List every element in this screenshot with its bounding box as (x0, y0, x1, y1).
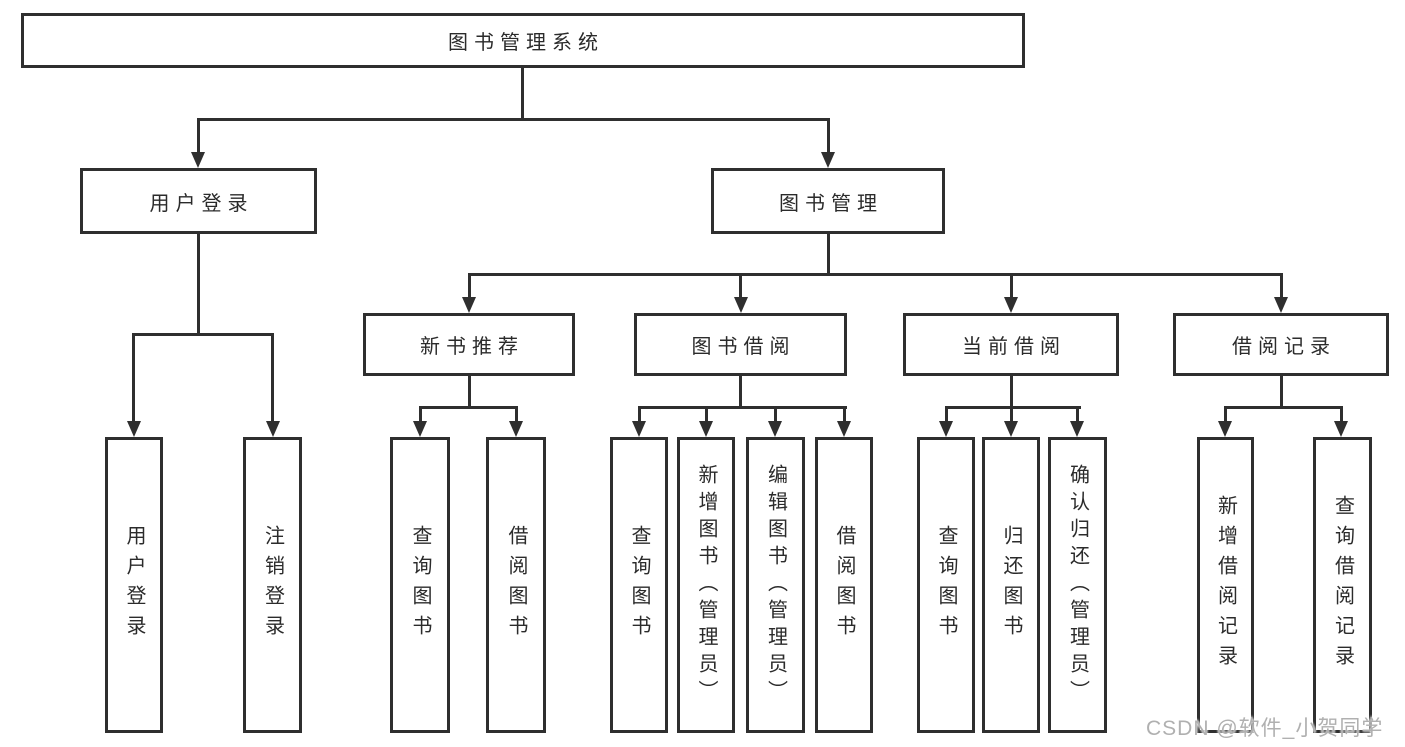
node-book-mgmt-label: 图书管理 (779, 192, 883, 215)
arrow-down-icon (632, 421, 646, 437)
csdn-watermark: CSDN @软件_小贺同学 (1146, 717, 1384, 740)
leaf-user-login-label: 用户登录 (123, 525, 145, 645)
connector-drop-book-borrow (739, 273, 742, 299)
leaf-nb-borrow-books: 借阅图书 (486, 437, 546, 733)
node-borrow-record-label: 借阅记录 (1232, 336, 1336, 358)
arrow-down-icon (699, 421, 713, 437)
connector-current-borrow-trunk (1010, 376, 1013, 408)
leaf-bb-add-books-admin-label: 新增图书（管理员） (695, 463, 717, 707)
connector-borrow-record-split (1224, 406, 1343, 409)
connector-current-borrow-split (945, 406, 1081, 409)
leaf-bb-borrow-books: 借阅图书 (815, 437, 873, 733)
connector-drop-current-borrow (1010, 273, 1013, 299)
connector-drop-nb-query (419, 406, 422, 423)
leaf-cb-query-books: 查询图书 (917, 437, 975, 733)
connector-drop-bb-query (638, 406, 641, 423)
leaf-bb-add-books-admin: 新增图书（管理员） (677, 437, 735, 733)
arrow-down-icon (1274, 297, 1288, 313)
connector-book-mgmt-trunk (827, 234, 830, 275)
node-current-borrow-label: 当前借阅 (962, 336, 1066, 358)
node-new-book-rec-label: 新书推荐 (420, 336, 524, 358)
arrow-down-icon (1218, 421, 1232, 437)
arrow-down-icon (127, 421, 141, 437)
leaf-nb-borrow-books-label: 借阅图书 (505, 525, 527, 645)
node-new-book-rec: 新书推荐 (363, 313, 575, 376)
connector-book-borrow-split (638, 406, 847, 409)
node-book-mgmt: 图书管理 (711, 168, 945, 234)
node-root-label: 图书管理系统 (448, 32, 604, 54)
leaf-bb-borrow-books-label: 借阅图书 (833, 525, 855, 645)
leaf-cb-confirm-return-admin: 确认归还（管理员） (1048, 437, 1107, 733)
connector-root-trunk (521, 68, 524, 120)
leaf-cb-query-books-label: 查询图书 (935, 525, 957, 645)
leaf-bb-query-books: 查询图书 (610, 437, 668, 733)
connector-root-split (197, 118, 830, 121)
leaf-bb-edit-books-admin-label: 编辑图书（管理员） (764, 463, 787, 707)
connector-user-login-trunk (197, 234, 200, 336)
arrow-down-icon (837, 421, 851, 437)
leaf-cb-confirm-return-admin-label: 确认归还（管理员） (1066, 463, 1089, 707)
arrow-down-icon (734, 297, 748, 313)
arrow-down-icon (413, 421, 427, 437)
connector-borrow-record-trunk (1280, 376, 1283, 408)
connector-new-book-rec-split (419, 406, 518, 409)
leaf-br-query-record-label: 查询借阅记录 (1331, 495, 1354, 675)
arrow-down-icon (191, 152, 205, 168)
leaf-cb-return-books-label: 归还图书 (1000, 525, 1022, 645)
connector-user-login-split (132, 333, 274, 336)
node-book-borrow: 图书借阅 (634, 313, 847, 376)
connector-drop-br-query (1340, 406, 1343, 423)
connector-drop-book-mgmt (827, 118, 830, 156)
leaf-user-login: 用户登录 (105, 437, 163, 733)
connector-drop-cb-query (945, 406, 948, 423)
arrow-down-icon (939, 421, 953, 437)
connector-drop-bb-add (705, 406, 708, 423)
connector-book-borrow-trunk (739, 376, 742, 408)
node-user-login: 用户登录 (80, 168, 317, 234)
leaf-nb-query-books: 查询图书 (390, 437, 450, 733)
node-borrow-record: 借阅记录 (1173, 313, 1389, 376)
arrow-down-icon (462, 297, 476, 313)
arrow-down-icon (821, 152, 835, 168)
connector-drop-leaf-user-login (132, 333, 135, 423)
node-root: 图书管理系统 (21, 13, 1025, 68)
arrow-down-icon (768, 421, 782, 437)
node-current-borrow: 当前借阅 (903, 313, 1119, 376)
connector-drop-nb-borrow (515, 406, 518, 423)
connector-drop-user-login (197, 118, 200, 156)
connector-drop-cb-return (1010, 406, 1013, 423)
connector-drop-leaf-logout (271, 333, 274, 423)
connector-drop-new-book-rec (468, 273, 471, 299)
leaf-cb-return-books: 归还图书 (982, 437, 1040, 733)
connector-drop-cb-confirm (1076, 406, 1079, 423)
connector-drop-borrow-record (1280, 273, 1283, 299)
leaf-br-query-record: 查询借阅记录 (1313, 437, 1372, 733)
node-book-borrow-label: 图书借阅 (691, 336, 796, 358)
leaf-logout: 注销登录 (243, 437, 302, 733)
connector-book-mgmt-split (468, 273, 1282, 276)
node-user-login-label: 用户登录 (149, 192, 254, 215)
leaf-nb-query-books-label: 查询图书 (409, 525, 431, 645)
arrow-down-icon (1334, 421, 1348, 437)
arrow-down-icon (1004, 297, 1018, 313)
arrow-down-icon (509, 421, 523, 437)
leaf-bb-query-books-label: 查询图书 (628, 525, 650, 645)
leaf-br-add-record-label: 新增借阅记录 (1214, 495, 1237, 675)
leaf-br-add-record: 新增借阅记录 (1197, 437, 1254, 733)
connector-drop-bb-borrow (843, 406, 846, 423)
connector-drop-br-add (1224, 406, 1227, 423)
arrow-down-icon (266, 421, 280, 437)
leaf-bb-edit-books-admin: 编辑图书（管理员） (746, 437, 805, 733)
leaf-logout-label: 注销登录 (261, 525, 284, 645)
arrow-down-icon (1004, 421, 1018, 437)
arrow-down-icon (1070, 421, 1084, 437)
connector-new-book-rec-trunk (468, 376, 471, 408)
connector-drop-bb-edit (774, 406, 777, 423)
